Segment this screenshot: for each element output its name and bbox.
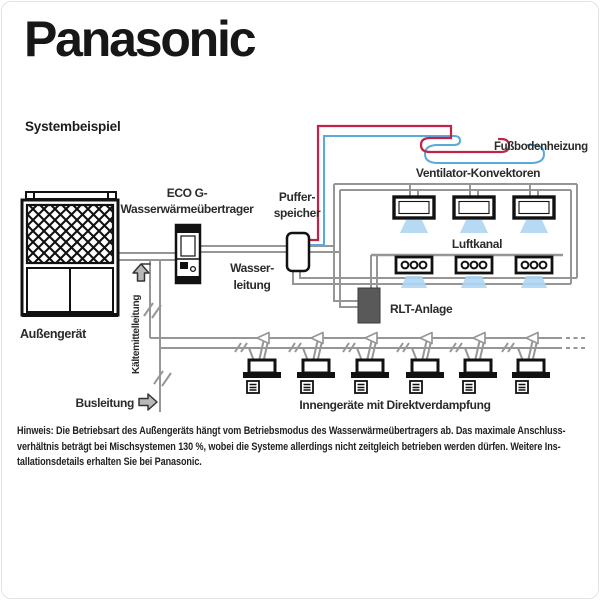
indoor-units <box>243 358 550 394</box>
footnote-line2: verhältnis beträgt bei Mischsystemen 130… <box>17 440 561 453</box>
air-diffuser-unit <box>514 255 554 288</box>
refrigerant-direction-arrow-icon <box>132 263 151 282</box>
floor-heating-label: Fußbodenheizung <box>494 141 588 153</box>
ahu-box <box>357 287 381 324</box>
outdoor-unit-graphic <box>20 191 120 317</box>
indoor-unit <box>459 358 497 394</box>
page-title: Systembeispiel <box>25 119 121 134</box>
footnote-line1: Hinweis: Die Betriebsart des Außengeräts… <box>17 425 566 437</box>
floor-heating-coil-graphic <box>303 124 511 242</box>
fan-convector-unit <box>512 195 556 233</box>
branch-arrowhead-icons <box>256 331 539 345</box>
indoor-unit <box>297 358 335 394</box>
ahu-label: RLT-Anlage <box>390 302 453 316</box>
buffer-tank-label-line2: speicher <box>274 206 321 220</box>
indoor-unit <box>406 358 444 394</box>
heat-exchanger-graphic <box>174 223 202 285</box>
fan-convector-unit <box>452 195 496 233</box>
air-duct-label: Luftkanal <box>452 237 502 251</box>
water-pipe-network <box>200 183 578 308</box>
air-diffuser-units <box>394 255 554 288</box>
indoor-units-label: Innengeräte mit Direktverdampfung <box>299 398 490 412</box>
refrigerant-bus-network <box>118 252 586 412</box>
air-duct-network <box>370 253 563 288</box>
fan-convector-units <box>392 195 556 233</box>
floor-heating-circuit <box>303 124 546 246</box>
refrigerant-line-label: Kältemittelleitung <box>131 295 142 374</box>
footnote: Hinweis: Die Betriebsart des Außengeräts… <box>17 424 600 471</box>
indoor-unit <box>243 358 281 394</box>
heat-exchanger-label-line2: Wasserwärmeübertrager <box>121 202 255 216</box>
outdoor-unit-label: Außengerät <box>20 327 87 341</box>
water-line-label-line2: leitung <box>234 278 271 292</box>
footnote-line3: tallationsdetails erhalten Sie bei Panas… <box>17 456 202 468</box>
fan-convectors-label: Ventilator-Konvektoren <box>416 166 540 180</box>
heat-exchanger-label-line1: ECO G- <box>167 186 208 200</box>
air-diffuser-unit <box>454 255 494 288</box>
buffer-tank-label-line1: Puffer- <box>279 190 316 204</box>
panasonic-logo: Panasonic <box>24 11 257 67</box>
indoor-unit <box>512 358 550 394</box>
indoor-branch-lines <box>248 338 539 362</box>
bus-line-label: Busleitung <box>76 396 135 410</box>
air-diffuser-unit <box>394 255 434 288</box>
bus-line-arrow-icon <box>138 393 158 411</box>
indoor-unit <box>351 358 389 394</box>
buffer-tank-graphic <box>285 231 311 273</box>
water-line-label-line1: Wasser- <box>230 261 274 275</box>
fan-convector-unit <box>392 195 436 233</box>
